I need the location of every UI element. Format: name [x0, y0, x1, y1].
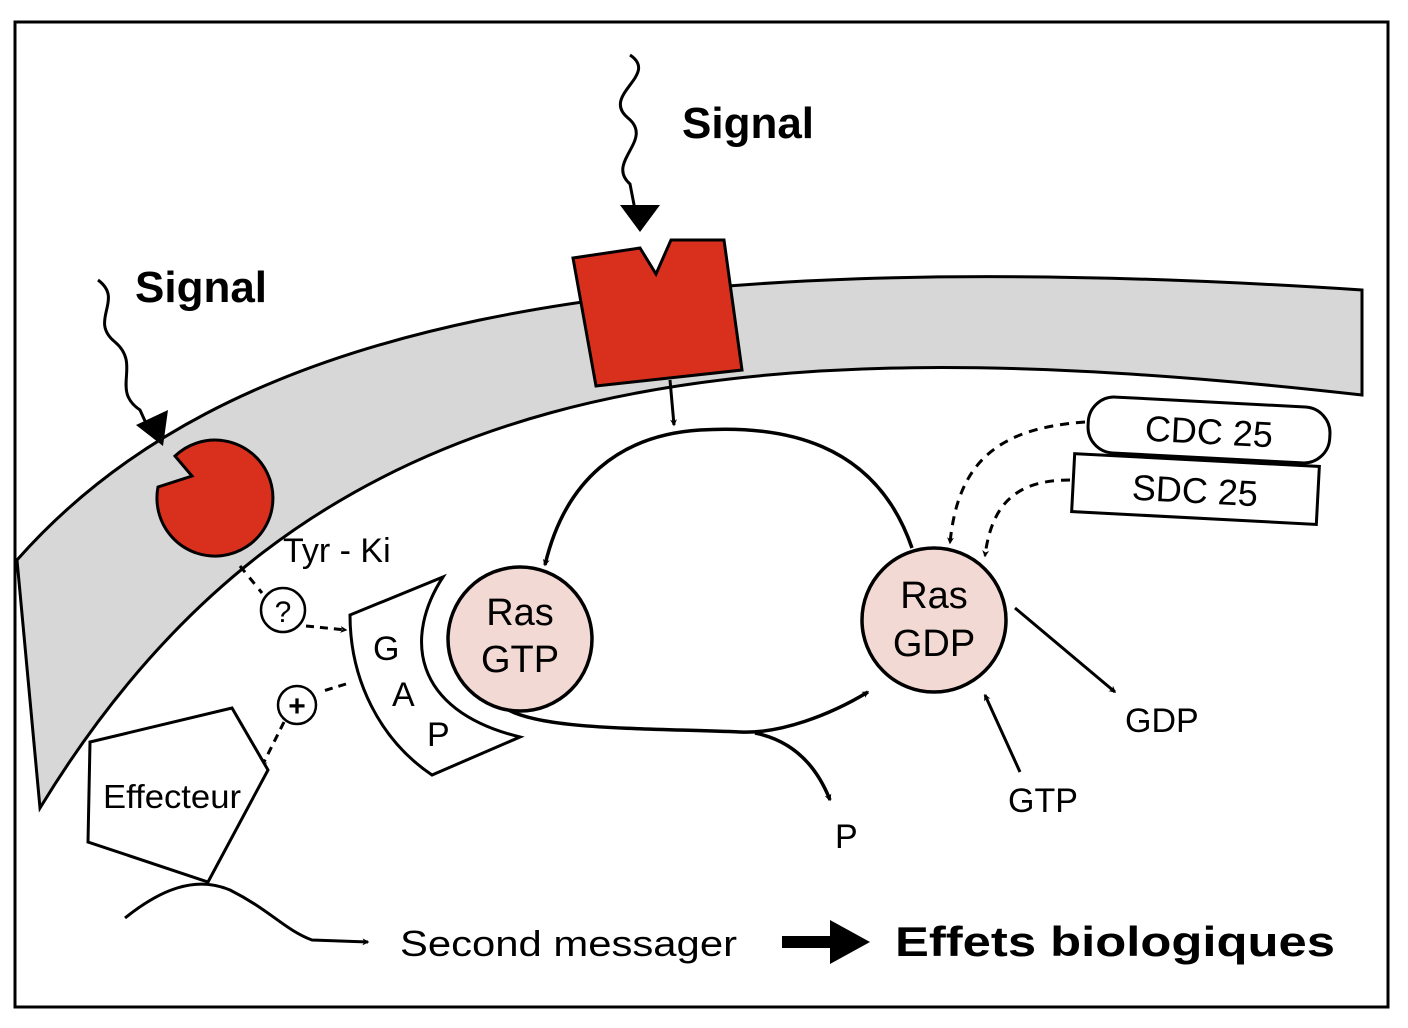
gtp-in-label: GTP	[1008, 782, 1078, 820]
tyr-ki-label: Tyr - Ki	[283, 532, 391, 570]
ras-gtp-label-2: GTP	[481, 639, 559, 681]
effecteur-label: Effecteur	[103, 778, 241, 815]
gap-g-label: G	[373, 630, 399, 668]
plus-label: +	[288, 690, 306, 723]
effects-arrowhead	[830, 920, 870, 964]
second-messager-curve	[124, 882, 370, 946]
signal-top-label: Signal	[682, 99, 814, 148]
gap-a-label: A	[392, 676, 415, 714]
cdc25-label: CDC 25	[1144, 408, 1274, 456]
signal-left-label: Signal	[135, 263, 267, 312]
question-circle	[259, 586, 307, 634]
gap-to-plus-dash	[319, 682, 347, 694]
question-to-gap-arrow	[305, 624, 348, 633]
gdp-out-label: GDP	[1125, 702, 1199, 740]
signal-left-arrowhead	[136, 410, 168, 446]
gdp-release-arrow	[1014, 606, 1117, 694]
ras-gdp-label-2: GDP	[893, 623, 975, 665]
ras-gdp-label-1: Ras	[900, 575, 968, 617]
effecteur-shape	[86, 706, 270, 884]
tyr-to-question-dash	[238, 565, 264, 594]
sdc25-label: SDC 25	[1131, 467, 1259, 515]
gdp-to-gtp-arc	[542, 427, 914, 567]
gtp-binding-arrow	[983, 693, 1022, 773]
ras-gtp-circle	[446, 565, 594, 713]
phosphate-release-arrow	[754, 731, 832, 802]
gap-protein	[348, 573, 525, 777]
ras-gdp-circle	[860, 546, 1008, 694]
plus-circle	[276, 684, 318, 726]
tyr-kinase-receptor	[155, 438, 275, 558]
effets-biologiques-label: Effets biologiques	[895, 918, 1335, 965]
sdc25-box	[1070, 452, 1321, 526]
top-receptor	[571, 238, 744, 388]
gap-p-label: P	[427, 716, 450, 754]
signal-top-arrow	[619, 53, 640, 216]
ras-gtp-label-1: Ras	[486, 592, 554, 634]
question-label: ?	[275, 596, 292, 629]
signal-left-arrow	[97, 278, 152, 433]
cdc25-box	[1086, 395, 1332, 465]
cdc25-dashed-arrow	[947, 420, 1086, 545]
phosphate-label: P	[835, 818, 858, 856]
receptor-to-cycle-arrow	[668, 379, 677, 427]
gtp-to-gdp-curve	[504, 690, 870, 734]
cell-membrane	[15, 275, 1364, 813]
second-messager-label: Second messager	[400, 923, 737, 964]
signal-top-arrowhead	[620, 205, 660, 232]
